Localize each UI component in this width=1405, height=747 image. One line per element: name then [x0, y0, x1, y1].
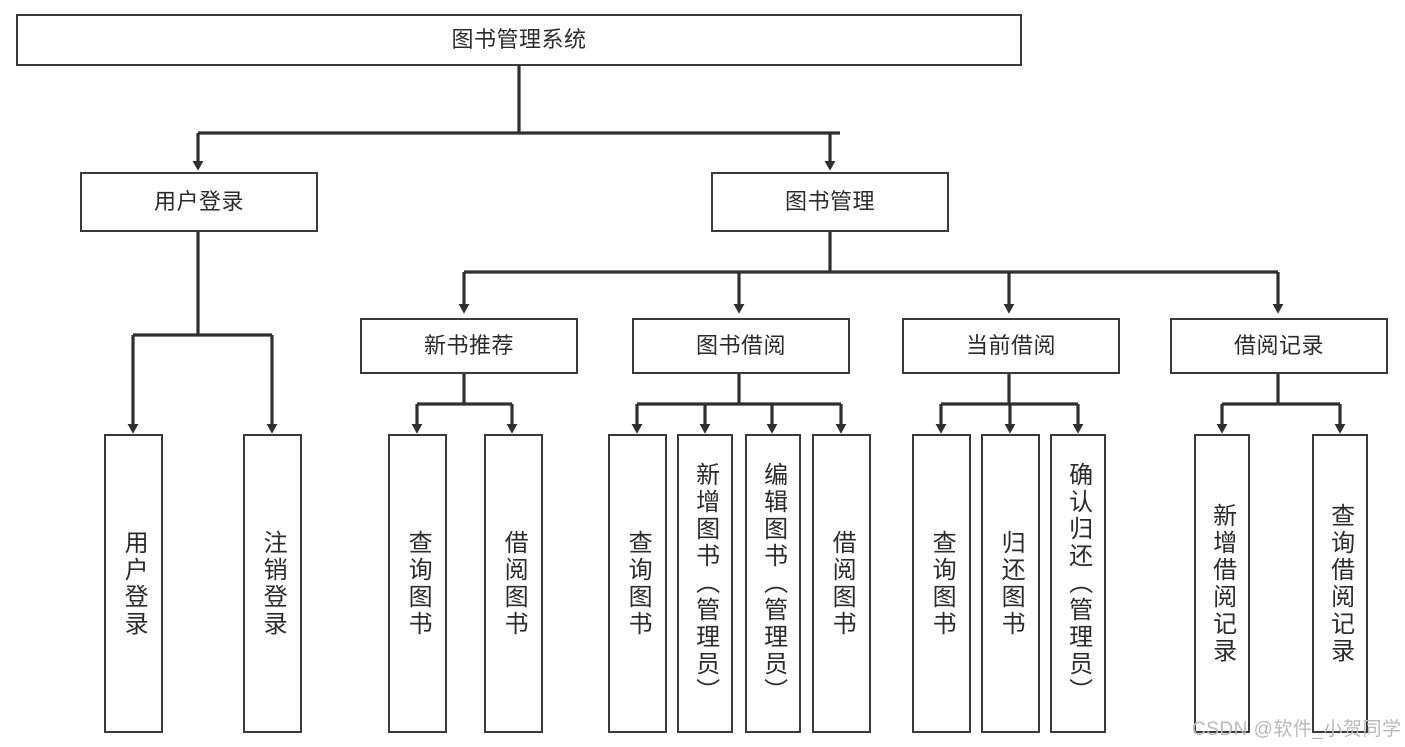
node-leaf-query-book-current[interactable]: 查询图书 — [912, 434, 971, 733]
node-leaf-query-book-current-label: 查询图书 — [928, 529, 956, 638]
node-leaf-query-borrow-record-label: 查询借阅记录 — [1326, 502, 1354, 665]
node-user-login-label: 用户登录 — [153, 189, 244, 215]
node-new-book-recommend-label: 新书推荐 — [423, 333, 514, 359]
node-borrow-record-label: 借阅记录 — [1233, 333, 1324, 359]
node-user-login[interactable]: 用户登录 — [80, 172, 318, 232]
node-root[interactable]: 图书管理系统 — [16, 14, 1022, 66]
node-leaf-query-borrow-record[interactable]: 查询借阅记录 — [1312, 434, 1368, 733]
node-leaf-user-login-label: 用户登录 — [120, 529, 148, 638]
node-leaf-return-book[interactable]: 归还图书 — [981, 434, 1040, 733]
node-book-management[interactable]: 图书管理 — [711, 172, 949, 232]
node-current-borrow[interactable]: 当前借阅 — [902, 318, 1120, 374]
node-leaf-add-borrow-record[interactable]: 新增借阅记录 — [1194, 434, 1250, 733]
node-leaf-confirm-return-admin-label: 确认归还（管理员） — [1064, 462, 1092, 705]
node-current-borrow-label: 当前借阅 — [965, 333, 1056, 359]
node-leaf-add-borrow-record-label: 新增借阅记录 — [1208, 502, 1236, 665]
node-leaf-borrow-book-recommend-label: 借阅图书 — [500, 529, 528, 638]
node-book-management-label: 图书管理 — [784, 189, 875, 215]
node-leaf-borrow-book-recommend[interactable]: 借阅图书 — [484, 434, 543, 733]
node-leaf-query-book-recommend-label: 查询图书 — [404, 529, 432, 638]
node-leaf-confirm-return-admin[interactable]: 确认归还（管理员） — [1050, 434, 1106, 733]
node-leaf-logout[interactable]: 注销登录 — [243, 434, 302, 733]
node-leaf-query-book-recommend[interactable]: 查询图书 — [388, 434, 447, 733]
node-leaf-edit-book-admin[interactable]: 编辑图书（管理员） — [745, 434, 801, 733]
node-leaf-borrow-book-label: 借阅图书 — [828, 529, 856, 638]
node-leaf-add-book-admin-label: 新增图书（管理员） — [691, 462, 719, 705]
node-leaf-add-book-admin[interactable]: 新增图书（管理员） — [677, 434, 733, 733]
node-book-borrow[interactable]: 图书借阅 — [632, 318, 850, 374]
node-root-label: 图书管理系统 — [451, 27, 587, 53]
node-book-borrow-label: 图书借阅 — [695, 333, 786, 359]
node-leaf-query-book-borrow[interactable]: 查询图书 — [608, 434, 667, 733]
node-leaf-query-book-borrow-label: 查询图书 — [624, 529, 652, 638]
node-new-book-recommend[interactable]: 新书推荐 — [360, 318, 578, 374]
node-leaf-edit-book-admin-label: 编辑图书（管理员） — [759, 462, 787, 705]
node-leaf-return-book-label: 归还图书 — [997, 529, 1025, 638]
node-leaf-borrow-book[interactable]: 借阅图书 — [812, 434, 871, 733]
node-leaf-user-login[interactable]: 用户登录 — [104, 434, 163, 733]
node-borrow-record[interactable]: 借阅记录 — [1170, 318, 1388, 374]
node-leaf-logout-label: 注销登录 — [259, 529, 287, 638]
